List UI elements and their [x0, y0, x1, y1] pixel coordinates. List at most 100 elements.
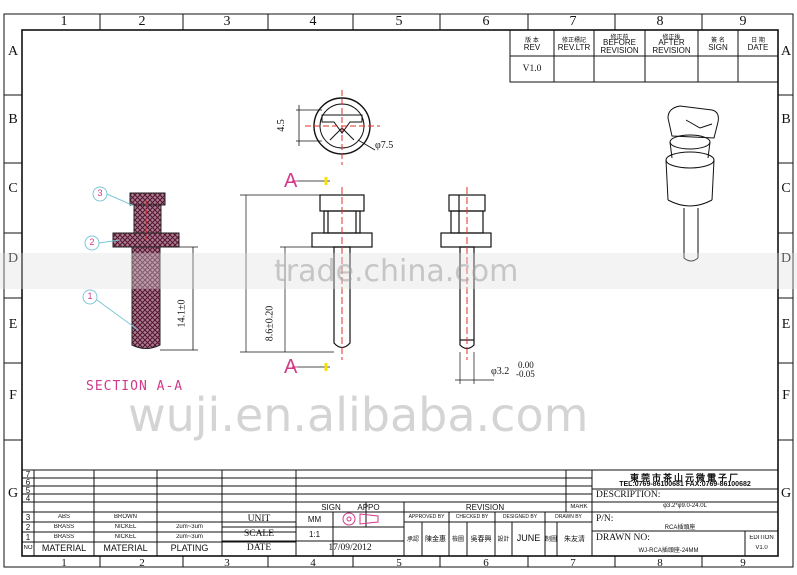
dim-pin-tol-upper: 0.00: [518, 360, 534, 370]
drawn-no-label: DRAWN NO:: [596, 533, 650, 543]
zone-col-8-bottom: 8: [657, 557, 663, 569]
material-row-1-material2: NICKEL: [114, 534, 137, 540]
zone-col-3-bottom: 3: [224, 557, 230, 569]
designed-by-name: JUNE: [516, 533, 541, 543]
zone-row-c: C: [8, 181, 18, 196]
zone-col-1-bottom: 1: [61, 557, 67, 569]
zone-col-3: 3: [223, 14, 231, 29]
rev-header: REV: [523, 43, 541, 52]
zone-col-2: 2: [138, 14, 146, 29]
balloon-2-label: 2: [89, 237, 95, 247]
material-row-2-no: 2: [25, 523, 31, 532]
unit-value: MM: [307, 515, 322, 524]
zone-row-g-right: G: [780, 486, 792, 501]
zone-row-d: D: [7, 251, 19, 266]
checked-by-name: 吳春興: [470, 536, 492, 543]
approved-by-label: APPROVED BY: [408, 514, 445, 520]
tb-rownum-5: 5: [25, 486, 31, 495]
pn-label: P/N:: [596, 514, 614, 524]
company-contact: TEL:0769-86100681 FAX:0769-86100682: [619, 481, 751, 488]
mark-label: MARK: [570, 504, 588, 510]
dim-pin-length: 8.6±0.20: [264, 305, 276, 342]
material-row-1-plating: 2um~3um: [176, 534, 203, 540]
before-revision-header: BEFORE REVISION: [600, 39, 639, 55]
zone-col-9-bottom: 9: [740, 557, 746, 569]
scale-value: 1:1: [308, 530, 321, 539]
tb-rownum-6: 6: [25, 478, 31, 487]
zone-row-c-right: C: [781, 181, 791, 196]
zone-col-5: 5: [395, 14, 403, 29]
zone-row-b-right: B: [781, 112, 791, 127]
material-row-2-plating: 2um~3um: [176, 524, 203, 530]
material-row-2-material: BRASS: [53, 524, 75, 530]
section-arrows: [292, 180, 298, 368]
zone-row-b: B: [8, 112, 18, 127]
dim-pin-tol-lower: -0.05: [516, 369, 535, 379]
zone-col-6-bottom: 6: [483, 557, 489, 569]
material-row-1-no: 1: [25, 533, 31, 542]
rev-value: V1.0: [522, 64, 542, 74]
company-name: 東莞市茶山元微電子厂: [629, 473, 740, 483]
balloon-callouts: [82, 186, 139, 331]
balloon-1-label: 1: [87, 291, 93, 301]
check-prefix: 檢圖: [451, 537, 464, 543]
zone-row-d-right: D: [780, 251, 792, 266]
design-prefix: 設計: [497, 537, 510, 543]
material-row-3-no: 3: [25, 513, 31, 522]
side-view: [440, 187, 494, 384]
material-row-3-material2: BROWN: [114, 514, 137, 520]
after-revision-header-cn: 修正後: [662, 35, 681, 41]
date-label: DATE: [246, 543, 272, 553]
dim-top-height: 4.5: [275, 119, 287, 132]
zone-col-4: 4: [309, 14, 317, 29]
zone-row-f-right: F: [782, 388, 790, 403]
drawn-by-label: DRAWN BY: [555, 514, 582, 520]
appo-label: APPO: [357, 503, 380, 512]
isometric-view: [665, 105, 719, 262]
section-a-a-label: SECTION A-A: [86, 379, 184, 394]
unit-label: UNIT: [247, 514, 271, 524]
dim-top-diameter: φ7.5: [375, 140, 394, 151]
rev-ltr-header: REV.LTR: [557, 43, 591, 52]
rev-ltr-header-cn: 修正標記: [561, 38, 586, 44]
header-plating: PLATING: [170, 543, 209, 553]
header-material: MATERIAL: [41, 543, 87, 553]
zone-row-e: E: [8, 317, 18, 332]
approve-prefix: 承認: [406, 537, 419, 543]
zone-row-e-right: E: [781, 317, 791, 332]
sign-header: SIGN: [708, 43, 728, 52]
scale-label: SCALE: [243, 529, 275, 539]
zone-row-g: G: [7, 486, 19, 501]
zone-col-1: 1: [60, 14, 68, 29]
pn-value: RCA插頭座: [664, 525, 696, 531]
dim-body-height: 14.1±0: [176, 299, 188, 328]
zone-col-7-bottom: 7: [570, 557, 576, 569]
zone-row-f: F: [9, 388, 17, 403]
zone-col-5-bottom: 5: [396, 557, 402, 569]
watermark-wuji: wuji.en.alibaba.com: [128, 388, 589, 442]
date-header-cn: 日 期: [751, 38, 765, 44]
rev-header-cn: 版 本: [525, 38, 539, 44]
designed-by-label: DESIGNED BY: [502, 514, 538, 520]
zone-col-9: 9: [739, 14, 747, 29]
zone-row-a-right: A: [780, 44, 792, 59]
front-view: [240, 177, 373, 371]
tb-rownum-7: 7: [25, 470, 31, 479]
section-marker-bottom: A: [284, 356, 298, 378]
title-block-grid: [22, 469, 778, 556]
description-label: DESCRIPTION:: [596, 490, 661, 500]
edition-label: EDITION: [749, 535, 774, 541]
zone-col-8: 8: [656, 14, 664, 29]
dim-pin-diameter: φ3.2: [491, 366, 510, 377]
section-marker-top: A: [284, 170, 298, 192]
edition-value: V1.0: [755, 545, 768, 551]
date-value: 17/09/2012: [328, 543, 372, 553]
sign-header-cn: 簽 名: [711, 38, 725, 44]
zone-col-7: 7: [569, 14, 577, 29]
material-row-1-material: BRASS: [53, 534, 75, 540]
date-header: DATE: [747, 43, 769, 52]
zone-col-4-bottom: 4: [310, 557, 316, 569]
material-row-2-material2: NICKEL: [114, 524, 137, 530]
